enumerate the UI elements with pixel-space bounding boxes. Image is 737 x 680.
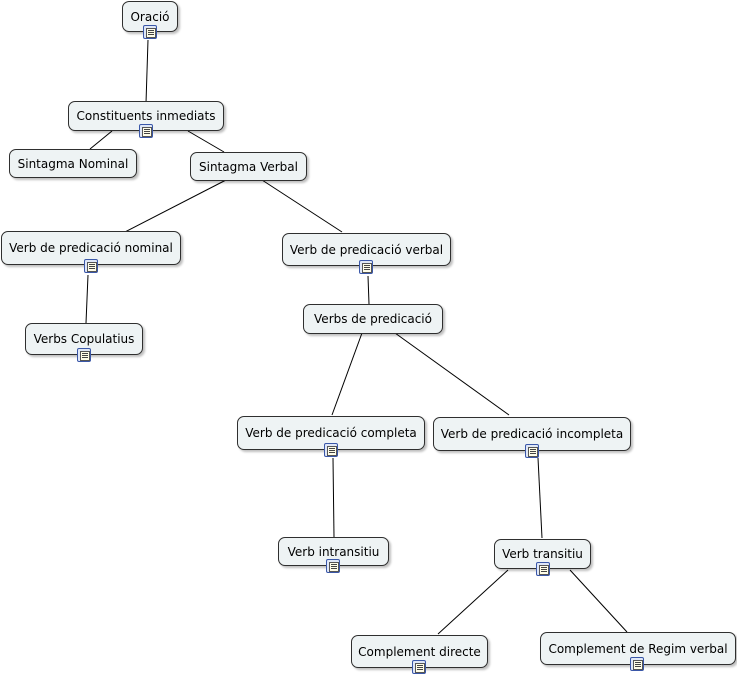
concept-label: Verbs de predicació [314, 312, 432, 326]
edge-constituents-sintagma-verbal [187, 130, 225, 153]
concept-label: Verb de predicació verbal [289, 242, 444, 257]
concept-label: Oració [130, 9, 170, 24]
concept-label: Verb de predicació completa [245, 426, 417, 440]
document-icon[interactable] [359, 260, 373, 274]
edge-incompleta-transitiu [537, 457, 543, 539]
concept-label: Complement de Regim verbal [548, 641, 728, 656]
concept-label: Verb de predicació incompleta [440, 427, 624, 441]
edge-predicacio-completa [331, 332, 363, 416]
document-icon[interactable] [84, 259, 98, 273]
document-icon[interactable] [139, 124, 153, 138]
concept-label: Verb transitiu [502, 547, 583, 561]
document-icon[interactable] [630, 657, 644, 671]
document-icon[interactable] [143, 25, 157, 39]
concept-label: Verbs Copulatius [33, 332, 135, 346]
concept-label: Sintagma Verbal [199, 159, 298, 174]
edge-pred-verbal-predicacio [367, 275, 370, 305]
edge-transitiu-directe [437, 569, 509, 635]
concept-label: Verb de predicació nominal [9, 241, 173, 255]
document-icon[interactable] [412, 660, 426, 674]
concept-label: Verb intransitiu [287, 544, 380, 559]
edge-constituents-sintagma-nominal [89, 130, 113, 150]
edge-pred-nominal-copulatius [85, 274, 89, 324]
concept-label: Complement directe [358, 644, 481, 659]
edge-transitiu-regim [569, 569, 628, 633]
document-icon[interactable] [525, 444, 539, 458]
edge-sintagma-verbal-pred-nominal [124, 179, 227, 233]
document-icon[interactable] [536, 562, 550, 576]
edge-sintagma-verbal-pred-verbal [261, 179, 343, 233]
document-icon[interactable] [324, 443, 338, 457]
concept-label: Sintagma Nominal [17, 156, 129, 171]
edge-completa-intransitiu [332, 457, 335, 538]
document-icon[interactable] [77, 348, 91, 362]
concept-sintagma-verbal[interactable]: Sintagma Verbal [190, 152, 307, 181]
concept-sintagma-nominal[interactable]: Sintagma Nominal [9, 149, 137, 178]
concept-verb-predicacio-incompleta[interactable]: Verb de predicació incompleta [433, 417, 631, 451]
edge-predicacio-incompleta [394, 332, 510, 416]
concept-label: Constituents inmediats [76, 109, 216, 123]
concept-verbs-de-predicacio[interactable]: Verbs de predicació [303, 304, 443, 334]
edge-oracio-constituents [145, 39, 149, 104]
document-icon[interactable] [326, 559, 340, 573]
